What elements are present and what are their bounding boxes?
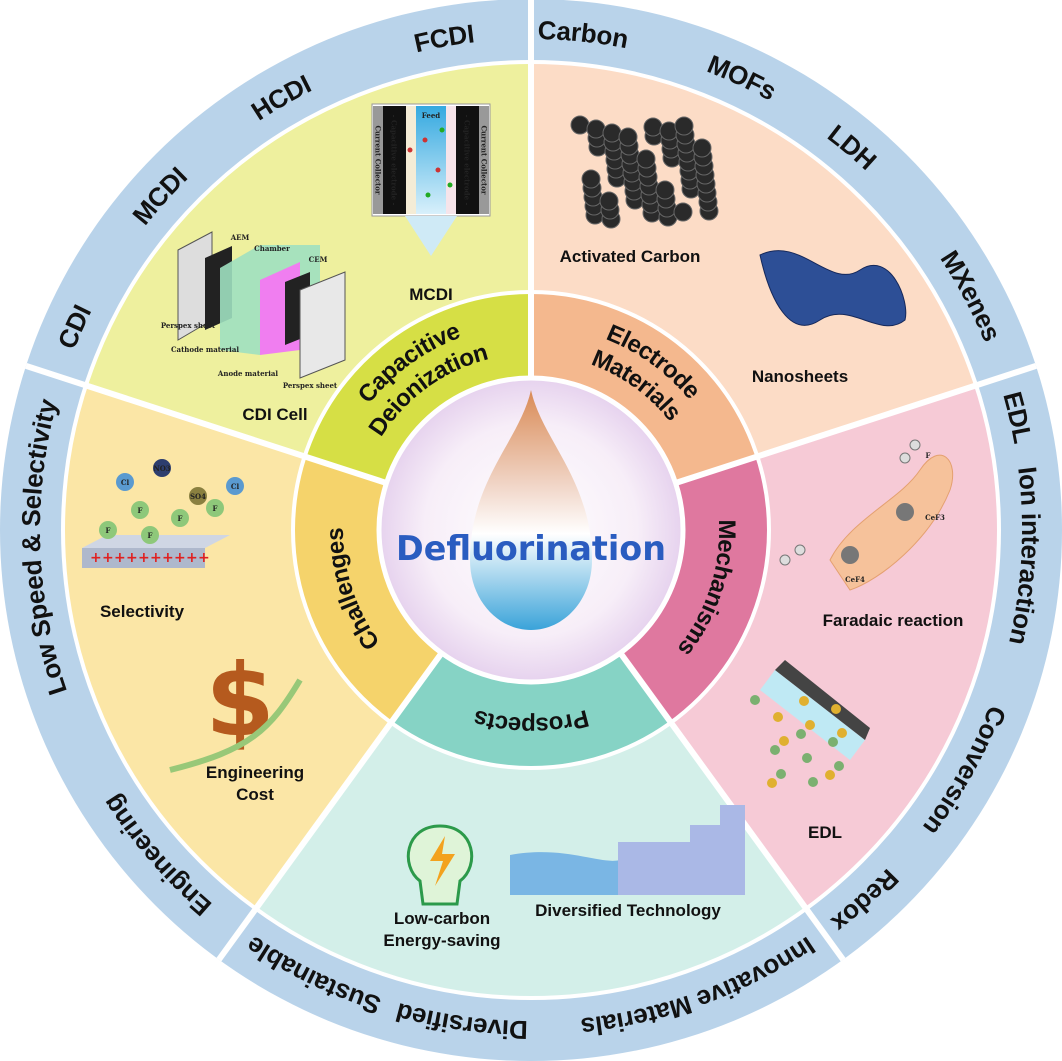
ion-label: NO3 (153, 464, 170, 473)
plus-charge-icon: + (126, 550, 138, 566)
mcdi-electrode-label: - Capacitive electrode - (390, 115, 399, 206)
cdi-label-perspex: Perspex sheet (161, 321, 216, 330)
prospects-sector (255, 651, 807, 998)
plus-charge-icon: + (90, 550, 102, 566)
caption-cdi-cell: CDI Cell (242, 405, 307, 424)
dollar-sign-icon: $ (205, 642, 275, 759)
ion-f-label: F (106, 526, 111, 535)
caption-nanosheets: Nanosheets (752, 367, 848, 386)
ion-f-label: F (148, 531, 153, 540)
mcdi-schematic (371, 103, 491, 256)
plus-charge-icon: + (162, 550, 174, 566)
caption-low-carbon: Low-carbon (394, 909, 490, 928)
ring-border (61, 60, 1001, 1000)
lightning-icon (430, 836, 455, 886)
caption-edl: EDL (808, 823, 842, 842)
water-drop-icon (470, 390, 592, 630)
ion-label: SO4 (190, 492, 206, 501)
plus-charge-icon: + (150, 550, 162, 566)
mcdi-current-collector-label: Current Collector (374, 125, 383, 194)
caption-engineering: Engineering (206, 763, 304, 782)
factory-icon (618, 805, 745, 895)
ion-f-label: F (213, 504, 218, 513)
mcdi-feed-label: Feed (422, 111, 440, 120)
caption-selectivity: Selectivity (100, 602, 185, 621)
caption-activated-carbon: Activated Carbon (560, 247, 701, 266)
cdi-label-cathode: Cathode material (171, 345, 239, 354)
cdi-label-anode: Anode material (217, 369, 278, 378)
plus-charge-icon: + (198, 550, 210, 566)
cdi-label-aem: AEM (230, 233, 250, 242)
light-bulb-icon (406, 824, 474, 906)
cdi-label-chamber: Chamber (254, 244, 290, 253)
mcdi-current-collector-label: Current Collector (480, 125, 489, 194)
mcdi-electrode-label: - Capacitive electrode - (463, 115, 472, 206)
trend-arrow-icon (169, 678, 303, 773)
ion-cef4: CeF4 (845, 575, 865, 584)
edl-illustration (750, 660, 870, 788)
plus-charge-icon: + (102, 550, 114, 566)
ion-f-label: F (178, 514, 183, 523)
cdi-cell-schematic (177, 231, 346, 379)
ion-label: Cl (121, 478, 130, 487)
plus-charge-icon: + (138, 550, 150, 566)
activated-carbon-illustration (570, 115, 719, 229)
selectivity-illustration: ++++++++++ (82, 459, 244, 568)
caption-faradaic-reaction: Faradaic reaction (823, 611, 964, 630)
ion-label: Cl (231, 482, 240, 491)
cdi-label-perspex-2: Perspex sheet (283, 381, 338, 390)
plus-charge-icon: + (114, 550, 126, 566)
caption-mcdi: MCDI (409, 285, 452, 304)
water-wave-icon (510, 852, 620, 895)
ion-f-label: F (138, 506, 143, 515)
capacitive-ring (304, 292, 531, 484)
faradaic-reaction-illustration (779, 439, 954, 591)
prospects-ring (391, 652, 671, 768)
ion-cef3: CeF3 (925, 513, 945, 522)
caption-energy-saving: Energy-saving (383, 931, 500, 950)
nanosheet-illustration (759, 250, 907, 327)
center-title: Defluorination (396, 529, 666, 569)
cdi-label-cem: CEM (309, 255, 328, 264)
plus-charge-icon: + (174, 550, 186, 566)
plus-charge-icon: + (186, 550, 198, 566)
caption-diversified-technology: Diversified Technology (535, 901, 721, 920)
electrode-ring (531, 292, 758, 484)
label-ring-border (291, 290, 771, 770)
ion-f: F (926, 451, 931, 460)
caption-cost: Cost (236, 785, 274, 804)
